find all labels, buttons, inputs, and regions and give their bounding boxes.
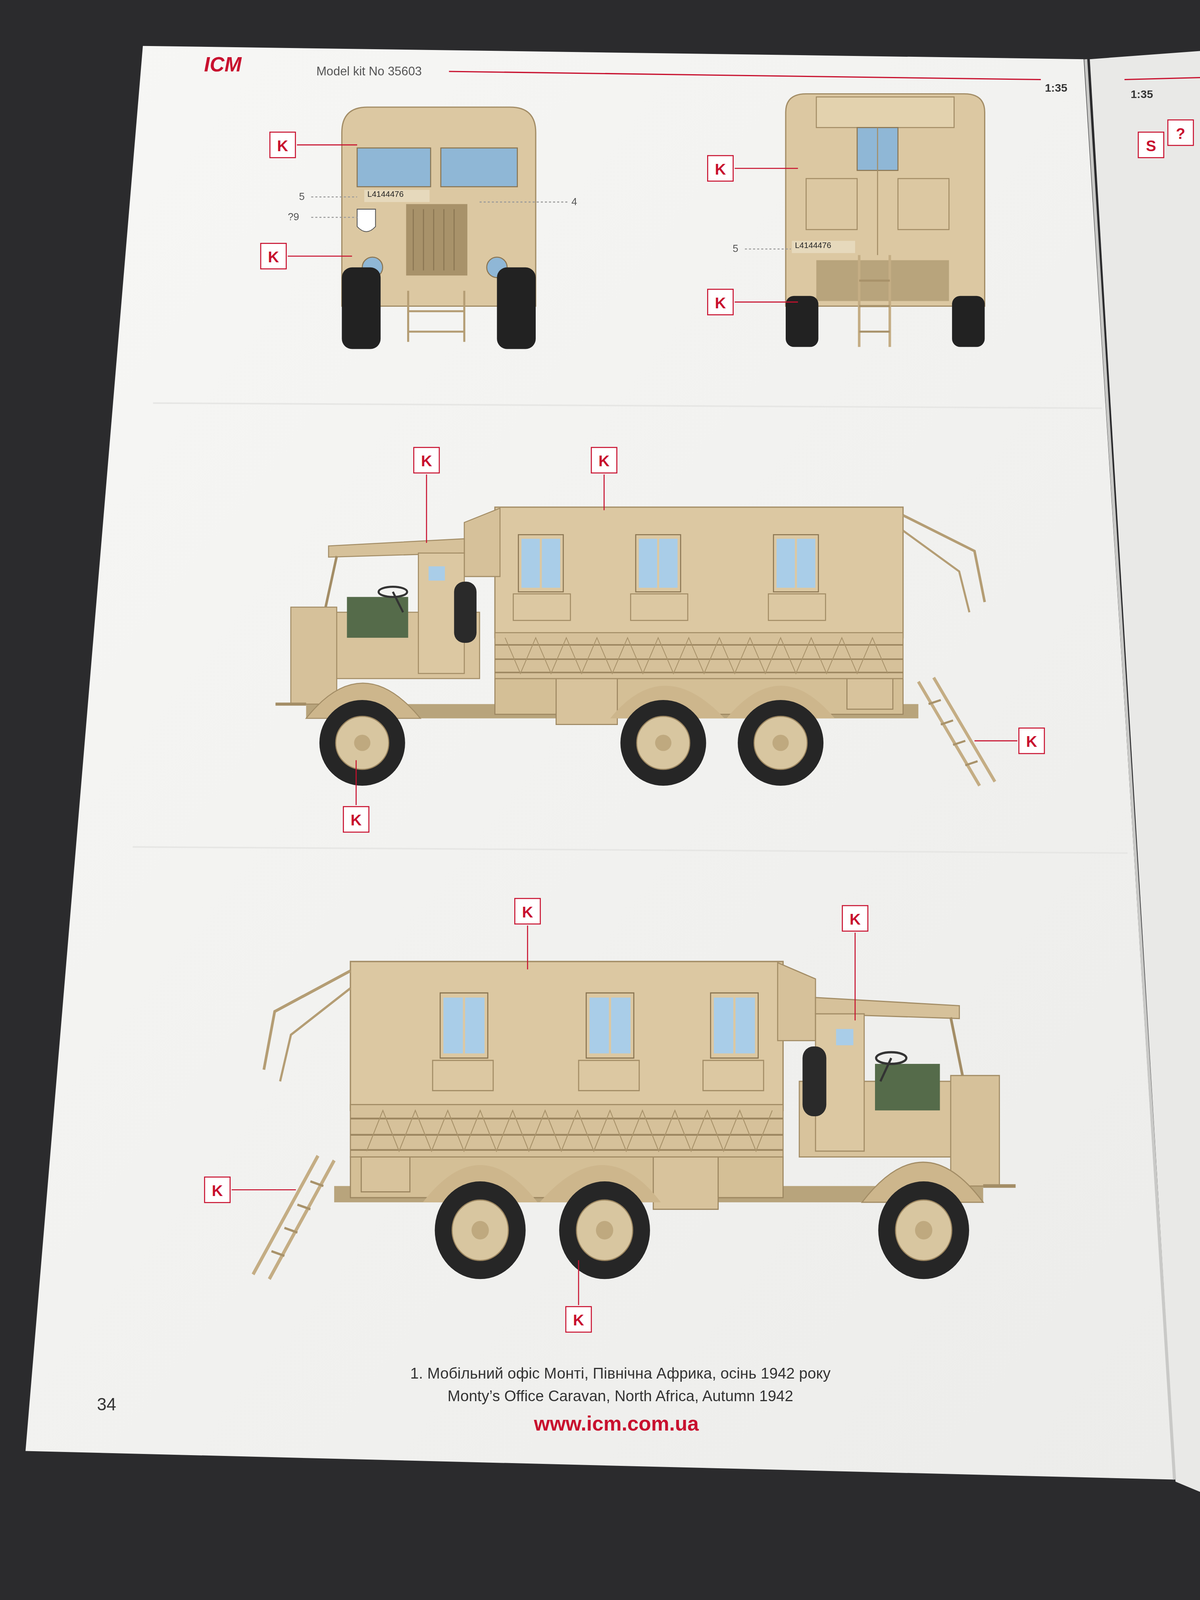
callout-box: K xyxy=(707,155,734,182)
callout-letter: K xyxy=(211,1182,224,1198)
callout-letter: ? xyxy=(1175,125,1186,141)
page-number: 34 xyxy=(96,1396,117,1416)
logo-text: ICM xyxy=(203,53,242,76)
callout-letter: K xyxy=(521,903,533,920)
truck-rear-view xyxy=(785,94,985,348)
callout-letter: K xyxy=(598,452,610,468)
callout-box: K xyxy=(413,446,440,474)
callout-number: 5 xyxy=(298,190,305,202)
plate-number: L4144476 xyxy=(367,190,404,200)
callout-letter: K xyxy=(714,160,726,177)
callout-box: ? xyxy=(1167,119,1195,147)
callout-number: 4 xyxy=(571,196,577,208)
callout-letter: K xyxy=(714,294,726,310)
website-url: www.icm.com.ua xyxy=(533,1412,699,1435)
scale-text: 1:35 xyxy=(1044,81,1068,95)
callout-letter: S xyxy=(1146,137,1157,153)
callout-box: K xyxy=(260,242,287,270)
leader-lines xyxy=(231,144,1018,1306)
callout-box: K xyxy=(841,905,869,932)
callout-letter: K xyxy=(267,248,279,264)
callout-box: K xyxy=(342,805,370,833)
callout-letter: K xyxy=(1026,733,1038,749)
truck-side-right xyxy=(275,507,995,786)
callout-box: K xyxy=(269,131,297,159)
callout-letter: K xyxy=(276,137,289,153)
caption-english: Monty’s Office Caravan, North Africa, Au… xyxy=(447,1387,794,1405)
plate-number: L4144476 xyxy=(794,241,832,251)
caption-text: 1. Мобільний офіс Монті, Північна Африка… xyxy=(410,1365,831,1383)
page-background xyxy=(25,46,1200,1493)
callout-box: K xyxy=(203,1176,231,1204)
callout-letter: K xyxy=(421,452,433,468)
truck-side-left xyxy=(253,961,1016,1279)
callout-letter: K xyxy=(849,910,861,927)
callout-letter: K xyxy=(573,1311,585,1328)
callout-box: K xyxy=(514,898,541,925)
callout-number: 5 xyxy=(732,242,739,254)
callout-box: S xyxy=(1137,131,1165,159)
scale-text: 1:35 xyxy=(1130,87,1154,100)
callout-box: K xyxy=(707,288,734,316)
callout-letter: K xyxy=(350,811,362,828)
callout-box: K xyxy=(1018,727,1045,754)
callout-box: K xyxy=(565,1305,593,1333)
callout-number: ?9 xyxy=(287,211,300,223)
callout-box: K xyxy=(590,446,618,474)
truck-front-view xyxy=(341,107,536,349)
kit-number: Model kit No 35603 xyxy=(316,65,422,79)
